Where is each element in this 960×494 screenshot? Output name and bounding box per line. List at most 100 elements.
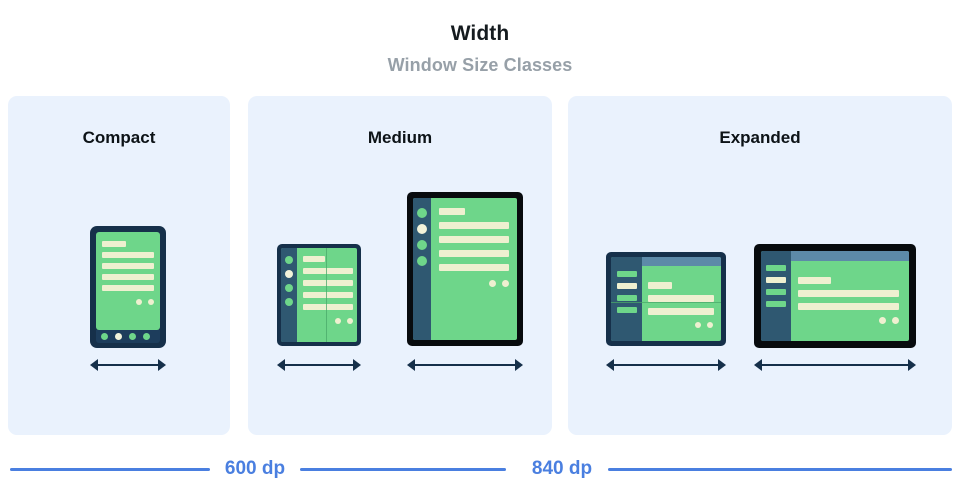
nav-dot-selected [115, 333, 122, 340]
arrow-head-left [407, 359, 415, 371]
top-app-bar [791, 251, 909, 261]
panel-compact: Compact [8, 96, 230, 435]
arrow-head-left [606, 359, 614, 371]
content-bar [648, 282, 672, 289]
rail-dot [285, 284, 293, 292]
content-bar [102, 241, 126, 247]
foldable-landscape-screen [611, 257, 721, 341]
content-bar [439, 222, 509, 229]
panel-expanded: Expanded [568, 96, 952, 435]
arrow-shaft [413, 364, 517, 366]
drawer-item [617, 271, 637, 277]
rail-dot [285, 256, 293, 264]
fold-line [611, 302, 721, 303]
nav-dot [101, 333, 108, 340]
content-bar [303, 304, 353, 310]
action-dot [136, 299, 142, 305]
tablet-landscape-screen [761, 251, 909, 341]
width-arrow-foldable-landscape [606, 358, 726, 372]
rail-dot [417, 256, 427, 266]
ruler-segment-medium-left [300, 468, 506, 471]
arrow-shaft [612, 364, 720, 366]
content-bar [303, 292, 353, 298]
action-dot [335, 318, 341, 324]
content-bar [102, 252, 154, 258]
action-dot [707, 322, 713, 328]
drawer-item-selected [766, 277, 786, 283]
top-app-bar [642, 257, 721, 266]
breakpoint-label-840: 840 dp [531, 458, 593, 479]
width-arrow-foldable [277, 358, 361, 372]
nav-dot [143, 333, 150, 340]
arrow-shaft [760, 364, 910, 366]
rail-dot-selected [417, 224, 427, 234]
arrow-head-right [353, 359, 361, 371]
arrow-head-left [90, 359, 98, 371]
action-dot [148, 299, 154, 305]
arrow-head-left [277, 359, 285, 371]
device-foldable-portrait [277, 244, 361, 346]
content-bar [648, 295, 714, 302]
action-dot [489, 280, 496, 287]
content-bar [798, 277, 831, 284]
navigation-drawer [611, 257, 642, 341]
arrow-head-right [158, 359, 166, 371]
content-bar [439, 208, 465, 215]
content-bar [102, 263, 154, 269]
breakpoint-label-600: 600 dp [224, 458, 286, 479]
arrow-shaft [96, 364, 160, 366]
rail-dot [285, 298, 293, 306]
nav-dot [129, 333, 136, 340]
device-tablet-landscape [754, 244, 916, 348]
tablet-screen [413, 198, 517, 340]
panel-label-compact: Compact [82, 128, 156, 147]
rail-dot [417, 240, 427, 250]
content-bar [798, 303, 899, 310]
foldable-screen [281, 248, 357, 342]
arrow-head-left [754, 359, 762, 371]
action-dot [879, 317, 886, 324]
page-subtitle: Window Size Classes [387, 55, 573, 75]
navigation-drawer [761, 251, 791, 341]
arrow-head-right [718, 359, 726, 371]
drawer-item-selected [617, 283, 637, 289]
arrow-shaft [283, 364, 355, 366]
width-arrow-compact [90, 358, 166, 372]
phone-screen [96, 232, 160, 330]
panel-label-medium: Medium [367, 128, 433, 147]
content-bar [303, 280, 353, 286]
action-dot [502, 280, 509, 287]
ruler-segment-compact [10, 468, 210, 471]
fold-line [326, 248, 327, 342]
drawer-item [617, 295, 637, 301]
content-bar [102, 274, 154, 280]
rail-dot-selected [285, 270, 293, 278]
drawer-item [617, 307, 637, 313]
content-bar [102, 285, 154, 291]
arrow-head-right [908, 359, 916, 371]
navigation-rail [413, 198, 431, 340]
device-tablet-portrait [407, 192, 523, 346]
device-phone-portrait [90, 226, 166, 348]
drawer-item [766, 301, 786, 307]
action-dot [892, 317, 899, 324]
phone-bottom-navigation [96, 330, 160, 343]
content-bar [648, 308, 714, 315]
rail-dot [417, 208, 427, 218]
action-dot [347, 318, 353, 324]
width-arrow-tablet-portrait [407, 358, 523, 372]
content-bar [303, 268, 353, 274]
arrow-head-right [515, 359, 523, 371]
navigation-rail [281, 248, 297, 342]
content-bar [798, 290, 899, 297]
drawer-item [766, 289, 786, 295]
content-bar [439, 250, 509, 257]
content-bar [439, 236, 509, 243]
device-foldable-landscape [606, 252, 726, 346]
page-title: Width [450, 22, 510, 45]
action-dot [695, 322, 701, 328]
width-arrow-tablet-landscape [754, 358, 916, 372]
content-bar [303, 256, 325, 262]
ruler-segment-expanded [608, 468, 952, 471]
